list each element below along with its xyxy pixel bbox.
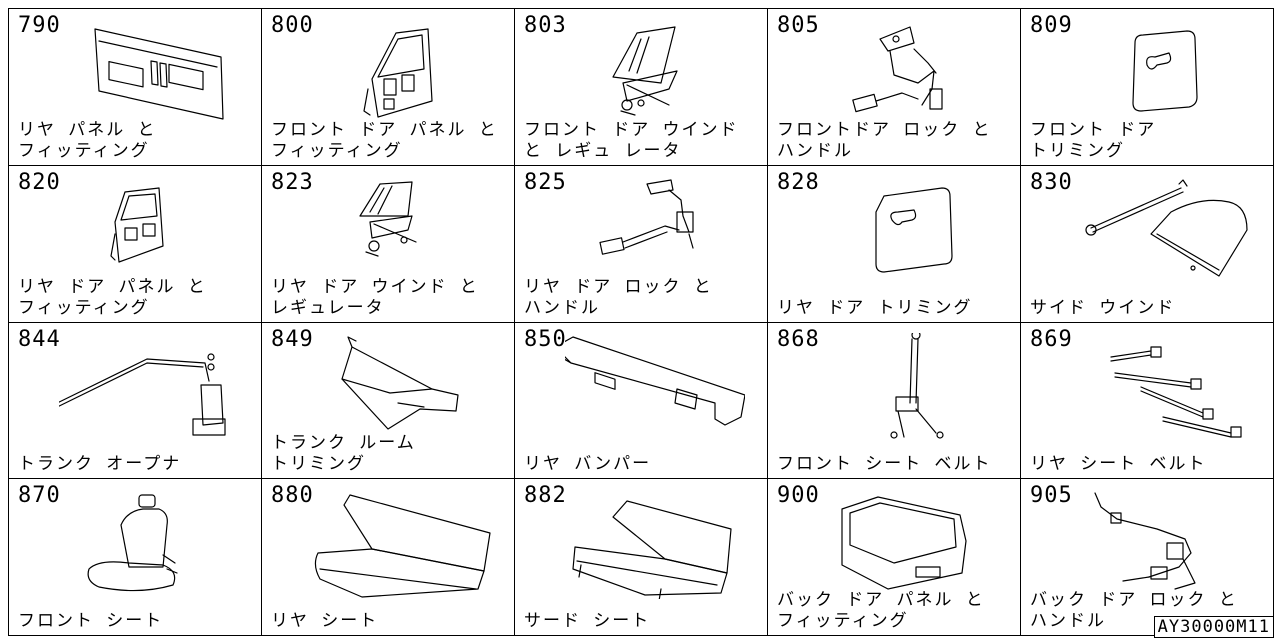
front-seat-icon <box>87 494 178 592</box>
part-label: フロント ドア パネル と フィッティング <box>271 119 498 161</box>
part-label: フロント ドア トリミング <box>1030 119 1157 161</box>
part-code: 809 <box>1030 13 1073 38</box>
parts-index-grid: 790 リヤ パネル と フィッティング 800 フロント ドア パネル と フ… <box>8 8 1274 636</box>
part-label: リヤ ドア ロック と ハンドル <box>524 276 713 318</box>
part-code: 823 <box>271 169 314 195</box>
seat-belt-icon <box>890 332 944 439</box>
part-label: リヤ パネル と フィッティング <box>18 119 157 161</box>
part-cell-900[interactable]: 900 バック ドア パネル と フィッティング <box>768 479 1021 636</box>
part-cell-800[interactable]: 800 フロント ドア パネル と フィッティング <box>262 9 515 166</box>
side-window-icon <box>1085 179 1248 277</box>
part-label: リヤ ドア パネル と フィッティング <box>18 276 207 318</box>
back-door-icon <box>841 496 967 590</box>
part-cell-809[interactable]: 809 フロント ドア トリミング <box>1021 9 1274 166</box>
door-trim-icon <box>1132 30 1198 112</box>
part-label: トランク ルーム トリミング <box>271 433 416 475</box>
part-label: サード シート <box>524 611 651 631</box>
part-code: 790 <box>18 13 61 38</box>
trunk-trim-icon <box>341 335 459 430</box>
part-cell-844[interactable]: 844 トランク オープナ <box>9 322 262 480</box>
part-label: フロント シート ベルト <box>777 454 992 475</box>
door-lock-icon <box>599 179 694 255</box>
part-code: 828 <box>777 169 820 195</box>
part-code: 882 <box>524 483 567 509</box>
part-cell-849[interactable]: 849 トランク ルーム トリミング <box>262 322 515 480</box>
part-label: リヤ シート <box>271 611 379 631</box>
part-code: 849 <box>271 326 314 352</box>
part-cell-869[interactable]: 869 リヤ シート ベルト <box>1021 322 1274 480</box>
part-cell-823[interactable]: 823 リヤ ドア ウインド と レギュレータ <box>262 165 515 323</box>
window-regulator-icon <box>359 181 417 257</box>
rear-seat-icon <box>314 494 491 598</box>
part-label: リヤ シート ベルト <box>1030 454 1207 475</box>
part-code: 870 <box>18 483 61 509</box>
part-cell-790[interactable]: 790 リヤ パネル と フィッティング <box>9 9 262 166</box>
part-cell-850[interactable]: 850 リヤ バンパー <box>515 322 768 480</box>
part-cell-905[interactable]: 905 バック ドア ロック と ハンドル <box>1021 479 1274 636</box>
part-label: リヤ ドア トリミング <box>777 297 973 318</box>
part-label: リヤ ドア ウインド と レギュレータ <box>271 276 479 318</box>
rear-bumper-icon <box>565 335 745 426</box>
part-cell-803[interactable]: 803 フロント ドア ウインド と レギュ レータ <box>515 9 768 166</box>
part-code: 830 <box>1030 169 1073 195</box>
part-cell-830[interactable]: 830 サイド ウインド <box>1021 165 1274 323</box>
part-label: トランク オープナ <box>18 454 182 475</box>
part-label: サイド ウインド <box>1030 297 1176 318</box>
back-door-lock-icon <box>1094 492 1196 590</box>
part-code: 844 <box>18 326 61 352</box>
part-label: バック ドア ロック と ハンドル <box>1030 590 1238 631</box>
part-code: 880 <box>271 483 314 509</box>
front-door-panel-icon <box>363 28 433 118</box>
part-label: フロント ドア ウインド と レギュ レータ <box>524 119 739 161</box>
part-label: リヤ バンパー <box>524 454 652 475</box>
part-code: 900 <box>777 483 820 509</box>
third-seat-icon <box>572 500 732 600</box>
rear-door-panel-icon <box>110 187 164 263</box>
part-cell-880[interactable]: 880 リヤ シート <box>262 479 515 636</box>
part-code: 868 <box>777 326 820 352</box>
part-code: 869 <box>1030 326 1073 352</box>
part-code: 850 <box>524 326 567 352</box>
drawing-reference-code: AY30000M11 <box>1153 616 1274 638</box>
part-cell-882[interactable]: 882 サード シート <box>515 479 768 636</box>
part-code: 803 <box>524 13 567 38</box>
part-code: 800 <box>271 13 314 38</box>
part-cell-825[interactable]: 825 リヤ ドア ロック と ハンドル <box>515 165 768 323</box>
part-label: フロントドア ロック と ハンドル <box>777 119 992 161</box>
part-cell-868[interactable]: 868 フロント シート ベルト <box>768 322 1021 480</box>
part-cell-870[interactable]: 870 フロント シート <box>9 479 262 636</box>
rear-seat-belt-icon <box>1110 345 1242 438</box>
part-label: フロント シート <box>18 611 164 631</box>
part-code: 825 <box>524 169 567 195</box>
part-code: 820 <box>18 169 61 195</box>
door-lock-icon <box>852 26 943 113</box>
door-trim-icon <box>875 187 953 273</box>
part-cell-820[interactable]: 820 リヤ ドア パネル と フィッティング <box>9 165 262 323</box>
part-cell-828[interactable]: 828 リヤ ドア トリミング <box>768 165 1021 323</box>
part-label: バック ドア パネル と フィッティング <box>777 590 985 631</box>
rear-panel-icon <box>94 28 224 120</box>
window-regulator-icon <box>612 26 678 116</box>
part-code: 905 <box>1030 483 1073 509</box>
trunk-opener-icon <box>59 352 226 436</box>
part-code: 805 <box>777 13 820 38</box>
part-cell-805[interactable]: 805 フロントドア ロック と ハンドル <box>768 9 1021 166</box>
